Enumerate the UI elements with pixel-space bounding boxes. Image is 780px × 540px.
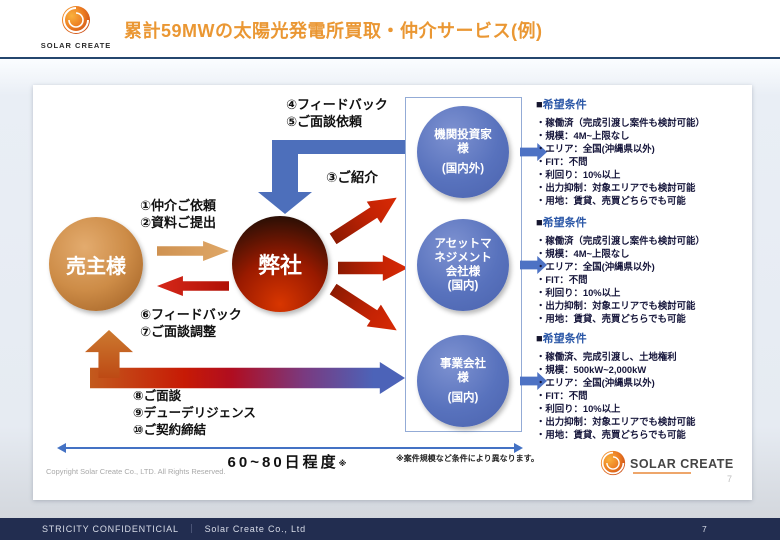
conditions-list-3: ■希望条件 ・稼働済、完成引渡し、土地権利 ・規模：500kW~2,000kW … [536, 332, 752, 441]
condition-item: ・出力抑制：対象エリアでも検討可能 [536, 182, 696, 193]
timeline-arrowhead-right-icon [514, 443, 523, 453]
timeline-duration-label: 60~80日程度※ [187, 451, 387, 472]
condition-item: ・FIT：不問 [536, 390, 588, 401]
buyer-line: 機関投資家 [434, 129, 492, 141]
page-title: 累計59MWの太陽光発電所買取・仲介サービス(例) [124, 21, 543, 41]
condition-item: ・規模：4M~上限なし [536, 130, 630, 141]
bottom-bar: STRICITY CONFIDENTICIAL ｜ Solar Create Co.… [0, 518, 780, 540]
step-10: ⑩ご契約締結 [133, 423, 207, 437]
company-circle: 弊社 [232, 216, 328, 312]
buyer-line: 様 [457, 143, 469, 155]
footer-logo-text: SOLAR CREATE [630, 457, 734, 471]
diagram-panel [33, 85, 752, 500]
slide-page-number-faint: 7 [727, 474, 733, 484]
condition-item: ・出力抑制：対象エリアでも検討可能 [536, 300, 696, 311]
buyer-line: 様 [457, 372, 469, 384]
conditions-heading: ■希望条件 [536, 332, 752, 346]
steps-8-10-label: ⑧ご面談 ⑨デューデリジェンス ⑩ご契約締結 [133, 388, 256, 439]
step-5: ⑤ご面談依頼 [286, 114, 363, 129]
buyer-line: 事業会社 [440, 358, 486, 370]
duration-note-mark: ※ [338, 459, 347, 468]
condition-item: ・稼働済（完成引渡し案件も検討可能） [536, 235, 705, 246]
solar-create-logo: SOLAR CREATE [36, 5, 116, 50]
step-9: ⑨デューデリジェンス [133, 406, 256, 420]
buyer-circle-operating-company: 事業会社 様 (国内) [417, 335, 509, 427]
condition-item: ・稼働済、完成引渡し、土地権利 [536, 351, 677, 362]
step-1: ①仲介ご依頼 [140, 198, 217, 213]
step-3-label: ③ご紹介 [326, 169, 378, 186]
condition-item: ・用地：賃貸、売買どちらでも可能 [536, 429, 686, 440]
solar-create-logo-icon [62, 6, 90, 34]
conditions-list-1: ■希望条件 ・稼働済（完成引渡し案件も検討可能） ・規模：4M~上限なし ・エリ… [536, 98, 752, 207]
feedback-elbow-arrow-stem-icon [272, 140, 298, 194]
step-4: ④フィードバック [286, 97, 388, 112]
conditions-list-2: ■希望条件 ・稼働済（完成引渡し案件も検討可能） ・規模：4M~上限なし ・エリ… [536, 216, 752, 325]
condition-item: ・FIT：不問 [536, 274, 588, 285]
footer-logo-subtext-line [633, 472, 691, 474]
steps-4-5-label: ④フィードバック ⑤ご面談依頼 [286, 96, 388, 130]
condition-item: ・エリア：全国(沖縄県以外) [536, 377, 655, 388]
buyer-region: (国内) [447, 280, 479, 292]
conditions-footnote: ※案件規模など条件により異なります。 [396, 454, 539, 463]
copyright-text: Copyright Solar Create Co., LTD. All Rig… [46, 467, 226, 476]
confidential-text: STRICITY CONFIDENTICIAL ｜ Solar Create Co.… [42, 518, 306, 540]
company-name: Solar Create Co., Ltd [204, 524, 306, 534]
step-3: ③ご紹介 [326, 170, 378, 185]
step-2: ②資料ご提出 [140, 215, 217, 230]
condition-item: ・利回り：10%以上 [536, 169, 621, 180]
conditions-heading-text: 希望条件 [542, 217, 587, 229]
condition-item: ・稼働済（完成引渡し案件も検討可能） [536, 117, 705, 128]
timeline-arrowhead-left-icon [57, 443, 66, 453]
buyer-region: (国内外) [441, 163, 485, 175]
condition-item: ・利回り：10%以上 [536, 403, 621, 414]
page-number: 7 [702, 524, 707, 534]
conditions-heading: ■希望条件 [536, 216, 752, 230]
square-bullet-icon: ■ [536, 217, 543, 229]
condition-item: ・エリア：全国(沖縄県以外) [536, 143, 655, 154]
buyer-circle-institutional-investor: 機関投資家 様 (国内外) [417, 106, 509, 198]
conditions-heading-text: 希望条件 [542, 333, 587, 345]
timeline-line [63, 447, 517, 449]
buyer-circle-asset-management: アセットマ ネジメント 会社様 (国内) [417, 219, 509, 311]
header: SOLAR CREATE 累計59MWの太陽光発電所買取・仲介サービス(例) [0, 0, 780, 57]
buyer-line: アセットマ [434, 238, 492, 250]
condition-item: ・FIT：不問 [536, 156, 588, 167]
condition-item: ・エリア：全国(沖縄県以外) [536, 261, 655, 272]
header-divider [0, 57, 780, 59]
condition-item: ・規模：500kW~2,000kW [536, 364, 647, 375]
conditions-heading: ■希望条件 [536, 98, 752, 112]
footer-solar-create-logo: SOLAR CREATE [600, 450, 740, 482]
buyer-region: (国内) [447, 392, 479, 404]
condition-item: ・利回り：10%以上 [536, 287, 621, 298]
feedback-elbow-arrow-icon [278, 140, 405, 154]
logo-text: SOLAR CREATE [40, 41, 112, 50]
conditions-heading-text: 希望条件 [542, 99, 587, 111]
timeline-double-arrow-icon [57, 443, 523, 453]
seller-label: 売主様 [66, 255, 126, 278]
condition-item: ・規模：4M~上限なし [536, 248, 630, 259]
condition-item: ・出力抑制：対象エリアでも検討可能 [536, 416, 696, 427]
condition-item: ・用地：賃貸、売買どちらでも可能 [536, 195, 686, 206]
steps-1-2-label: ①仲介ご依頼 ②資料ご提出 [140, 197, 216, 231]
confidential-label: STRICITY CONFIDENTICIAL [42, 524, 179, 534]
step-8: ⑧ご面談 [133, 389, 182, 403]
separator: ｜ [186, 524, 197, 534]
duration-text: 60~80日程度 [227, 454, 339, 471]
condition-item: ・用地：賃貸、売買どちらでも可能 [536, 313, 686, 324]
solar-create-logo-icon [600, 450, 626, 476]
seller-circle: 売主様 [49, 217, 143, 311]
company-label: 弊社 [257, 253, 302, 278]
square-bullet-icon: ■ [536, 333, 543, 345]
buyer-line: ネジメント [434, 252, 492, 264]
buyer-line: 会社様 [445, 266, 481, 278]
square-bullet-icon: ■ [536, 99, 543, 111]
steps-6-7-label: ⑥フィードバック ⑦ご面談調整 [140, 306, 242, 340]
step-6: ⑥フィードバック [140, 307, 242, 322]
step-7: ⑦ご面談調整 [140, 324, 217, 339]
